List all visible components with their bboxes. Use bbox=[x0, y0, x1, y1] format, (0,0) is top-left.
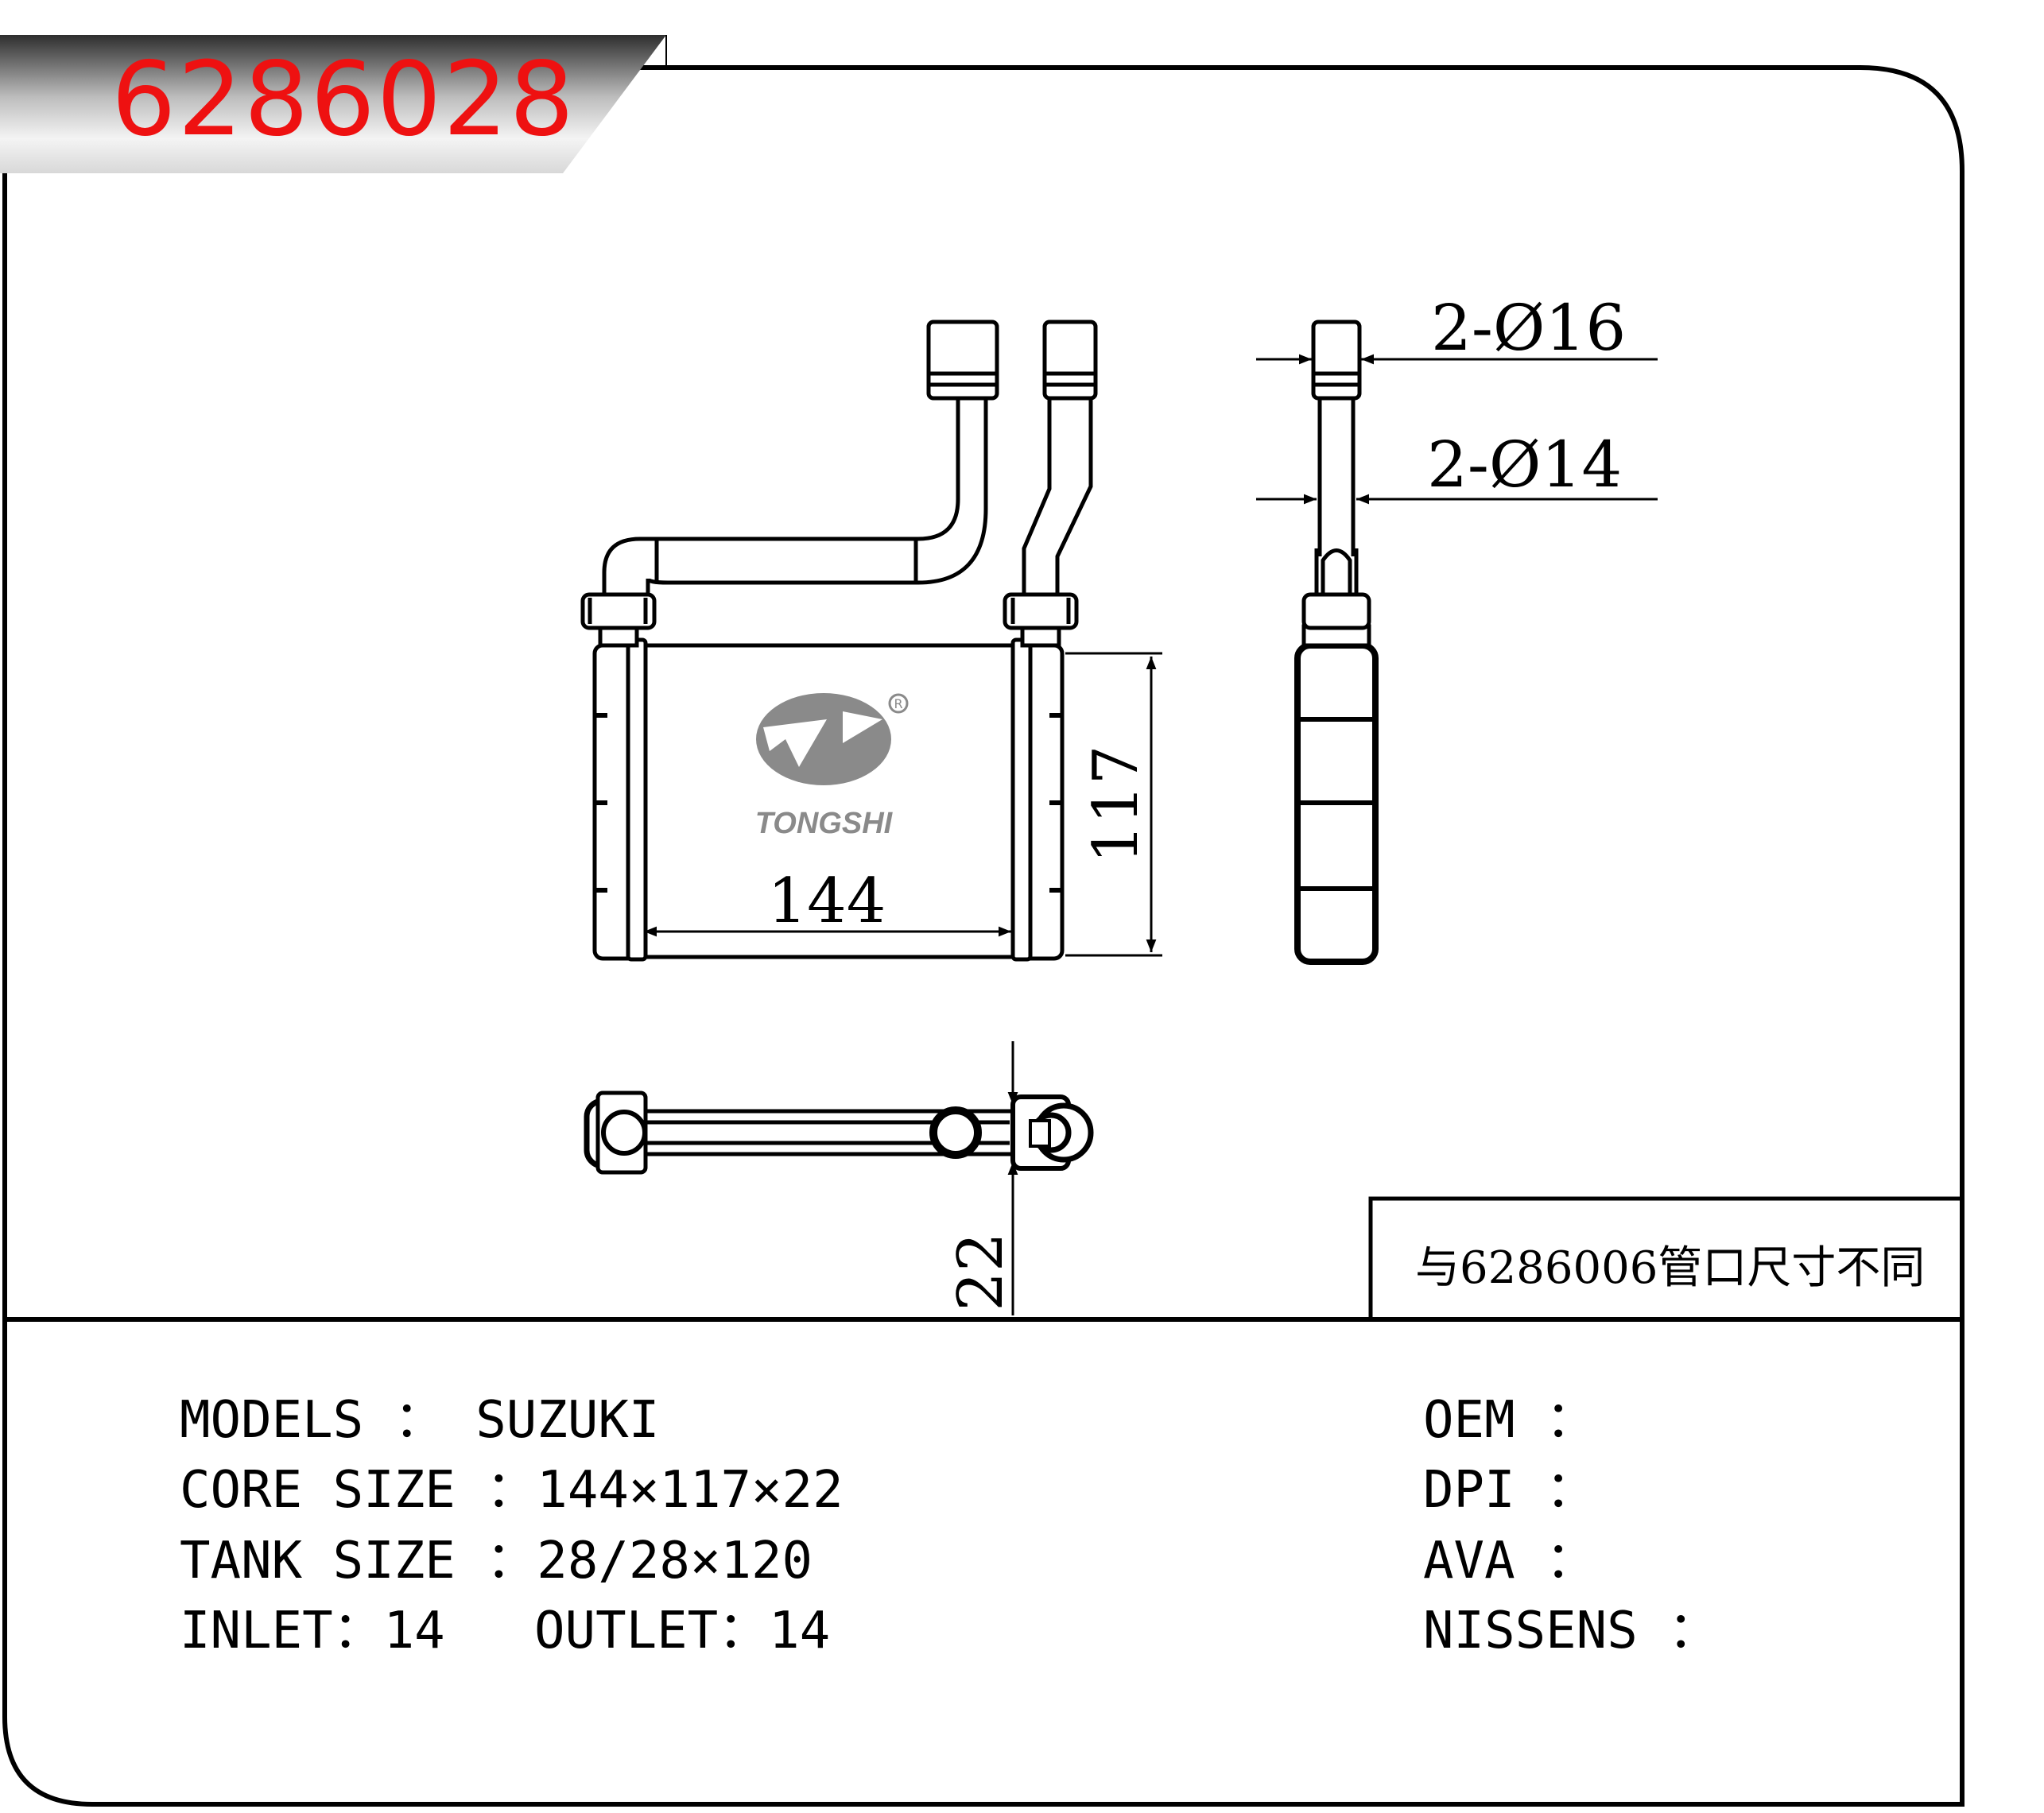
spec-outlet: OUTLET：14 bbox=[534, 1602, 831, 1660]
side-pipe-end bbox=[1311, 320, 1362, 401]
spec-ava: AVA ： bbox=[1423, 1532, 1597, 1590]
left-pipe-end bbox=[926, 320, 999, 401]
spec-models: MODELS ： SUZUKI bbox=[180, 1391, 660, 1450]
spec-core-size: CORE SIZE ：144×117×22 bbox=[180, 1461, 844, 1520]
registered-mark: R bbox=[894, 696, 902, 711]
side-fitting bbox=[1301, 592, 1371, 630]
part-number: 6286028 bbox=[111, 41, 576, 159]
logo-text: TONGSHI bbox=[755, 807, 894, 840]
note-text: 与6286006管口尺寸不同 bbox=[1415, 1242, 1926, 1294]
right-pipe-end bbox=[1042, 320, 1098, 401]
dimension-width-label: 144 bbox=[768, 866, 886, 937]
side-view bbox=[1294, 320, 1379, 965]
right-fitting bbox=[1003, 592, 1079, 630]
spec-inlet: INLET：14 bbox=[180, 1602, 445, 1660]
top-left-port bbox=[601, 1110, 647, 1156]
outer-frame bbox=[2, 65, 1964, 1807]
right-pipe bbox=[1022, 334, 1052, 595]
spec-nissens: NISSENS ： bbox=[1423, 1602, 1720, 1660]
spec-oem: OEM ： bbox=[1423, 1391, 1597, 1450]
top-view bbox=[584, 1091, 1094, 1175]
front-view bbox=[580, 320, 1098, 962]
dimension-height bbox=[1065, 652, 1162, 957]
note-box bbox=[1368, 1196, 1964, 1322]
pipe-callouts bbox=[1256, 354, 1658, 505]
pipe-outer-callout: 2-Ø16 bbox=[1431, 291, 1626, 365]
left-pipe bbox=[602, 334, 960, 595]
dimension-depth-label: 22 bbox=[945, 1232, 1017, 1311]
spec-tank-size: TANK SIZE ：28/28×120 bbox=[180, 1532, 813, 1590]
pipe-inner-callout: 2-Ø14 bbox=[1427, 428, 1622, 502]
part-number-banner bbox=[0, 35, 666, 173]
spec-dpi: DPI ： bbox=[1423, 1461, 1597, 1520]
top-mid-port bbox=[929, 1106, 982, 1159]
dimension-height-label: 117 bbox=[1080, 746, 1152, 864]
tongshi-logo: R TONGSHI bbox=[755, 693, 909, 840]
